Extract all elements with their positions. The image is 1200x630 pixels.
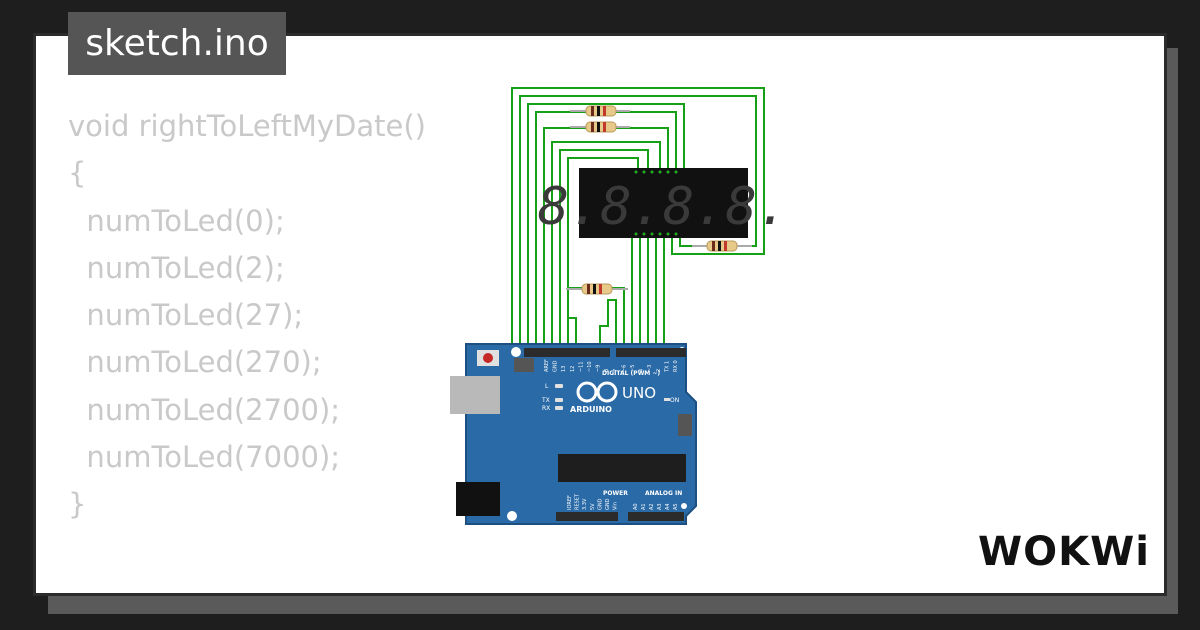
pin-label: 12	[570, 366, 576, 372]
code-line: {	[68, 156, 87, 191]
board-name: UNO	[622, 384, 656, 402]
code-preview: void rightToLeftMyDate() { numToLed(0); n…	[68, 103, 426, 529]
pin-label: 13	[561, 366, 567, 372]
pin-label: A4	[665, 503, 671, 510]
pin-label: 4	[639, 369, 645, 372]
usb-port	[450, 376, 500, 414]
pin-label: TX 1	[664, 361, 670, 373]
on-led-label: ON	[670, 397, 679, 404]
microcontroller-chip	[558, 454, 686, 482]
pin-label: ~6	[621, 365, 627, 372]
pin-label: A1	[641, 503, 647, 510]
resistor	[566, 283, 628, 295]
seven-segment-display: 8.8.8.8.	[538, 168, 788, 238]
pin-label: ~9	[596, 365, 602, 372]
pin-label: A0	[633, 503, 639, 510]
pin-label: 7	[613, 369, 619, 372]
arduino-uno-board: UNO ARDUINO DIGITAL (PWM ~) POWER ANALOG…	[450, 343, 697, 525]
code-line: numToLed(0);	[68, 203, 285, 238]
pin-label: A5	[673, 503, 679, 510]
led-label: TX	[541, 397, 550, 404]
led-label: RX	[542, 405, 550, 412]
resistor	[570, 121, 630, 133]
code-line: numToLed(7000);	[68, 440, 341, 475]
pin-label: ~3	[647, 365, 653, 372]
code-line: }	[68, 487, 87, 522]
power-header-label: POWER	[603, 490, 628, 497]
pin-label: A2	[649, 503, 655, 510]
pin-label: ~11	[578, 361, 584, 372]
power-jack	[456, 482, 500, 516]
pin-label: GND	[553, 360, 559, 372]
pin-label: 2	[656, 369, 662, 372]
led-label: L	[545, 383, 549, 390]
code-line: numToLed(270);	[68, 345, 322, 380]
code-line: numToLed(2700);	[68, 392, 341, 427]
digital-header-label: DIGITAL (PWM ~)	[602, 370, 660, 377]
pin-label: GND	[597, 498, 603, 510]
pin-label: RESET	[575, 493, 581, 510]
display-digits: 8.8.8.8.	[538, 177, 788, 237]
analog-header-label: ANALOG IN	[645, 490, 682, 497]
wokwi-logo-text: WOKWi	[978, 529, 1150, 574]
pin-label: A3	[657, 503, 663, 510]
file-tab[interactable]: sketch.ino	[68, 12, 286, 75]
code-line: numToLed(27);	[68, 298, 304, 333]
reset-button-icon	[483, 353, 493, 363]
pin-label: GND	[605, 498, 611, 510]
pin-label: RX 0	[673, 360, 679, 372]
resistor	[692, 240, 752, 252]
arduino-infinity-icon	[576, 381, 618, 403]
resistor	[570, 105, 630, 117]
pin-label: 3.3V	[582, 498, 588, 510]
code-line: numToLed(2);	[68, 250, 285, 285]
pin-label: Vin	[613, 502, 619, 510]
pin-label: ~5	[630, 365, 636, 372]
wokwi-logo: WOKWi	[978, 529, 1150, 574]
pin-label: 8	[604, 369, 610, 372]
pin-label: ~10	[587, 361, 593, 372]
pin-label: 5V	[590, 503, 596, 510]
board-brand: ARDUINO	[570, 405, 612, 414]
code-line: void rightToLeftMyDate()	[68, 109, 426, 143]
pin-label: AREF	[544, 359, 550, 372]
pin-label: IOREF	[567, 495, 573, 510]
